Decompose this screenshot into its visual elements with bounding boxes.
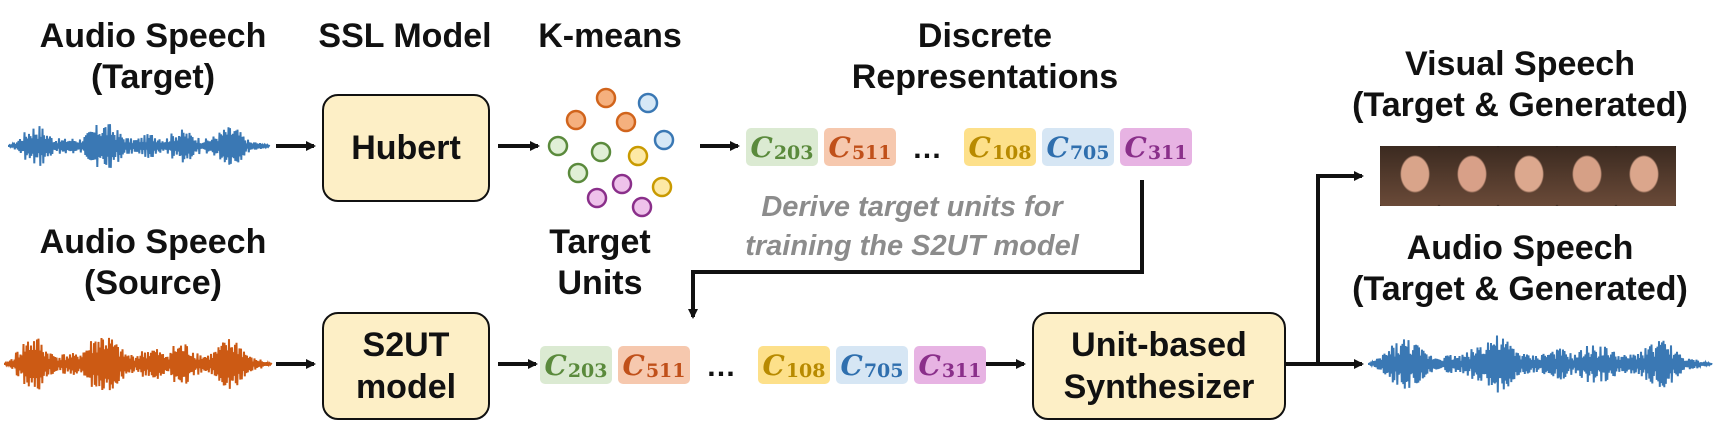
unit-letter: C [1124, 130, 1147, 164]
visual-speech-frames [1380, 146, 1676, 206]
target-waveform [8, 124, 271, 168]
unit-letter: C [544, 348, 567, 382]
face-frame-3 [1498, 146, 1557, 206]
unit-letter: C [1046, 130, 1069, 164]
kmeans-label: K-means [538, 17, 682, 55]
unit-index: 203 [567, 360, 608, 382]
face-frame-1 [1380, 146, 1439, 206]
unit-index: 511 [851, 142, 892, 164]
unit-letter: C [918, 348, 941, 382]
source-waveform [4, 337, 273, 391]
audio-source-label: Audio Speech(Source) [39, 223, 267, 302]
arrow-derive-target-units [688, 180, 1144, 319]
ellipsis-bottom: … [706, 350, 736, 383]
ellipsis-top: … [912, 132, 942, 165]
unit-index: 108 [785, 360, 826, 382]
unit-letter: C [840, 348, 863, 382]
unit-index: 705 [863, 360, 904, 382]
unit-index: 311 [1147, 142, 1188, 164]
face-frame-4 [1557, 146, 1616, 206]
face-frame-2 [1439, 146, 1498, 206]
unit-letter: C [750, 130, 773, 164]
kmeans-cluster-icon [547, 87, 675, 218]
unit-letter: C [762, 348, 785, 382]
unit-letter: C [968, 130, 991, 164]
audio-target-label: Audio Speech(Target) [39, 17, 267, 96]
unit-index: 311 [941, 360, 982, 382]
hubert-box: Hubert [322, 94, 490, 202]
visual-speech-label: Visual Speech(Target & Generated) [1352, 45, 1688, 124]
ssl-model-label: SSL Model [318, 17, 492, 55]
audio-output-label: Audio Speech(Target & Generated) [1352, 229, 1688, 308]
unit-letter: C [828, 130, 851, 164]
unit-letter: C [622, 348, 645, 382]
unit-index: 203 [773, 142, 814, 164]
arrow-synth-to-visual [1316, 171, 1364, 364]
unit-index: 108 [991, 142, 1032, 164]
unit-index: 511 [645, 360, 686, 382]
output-waveform [1368, 335, 1713, 393]
unit-index: 705 [1069, 142, 1110, 164]
face-frame-5 [1616, 146, 1676, 206]
